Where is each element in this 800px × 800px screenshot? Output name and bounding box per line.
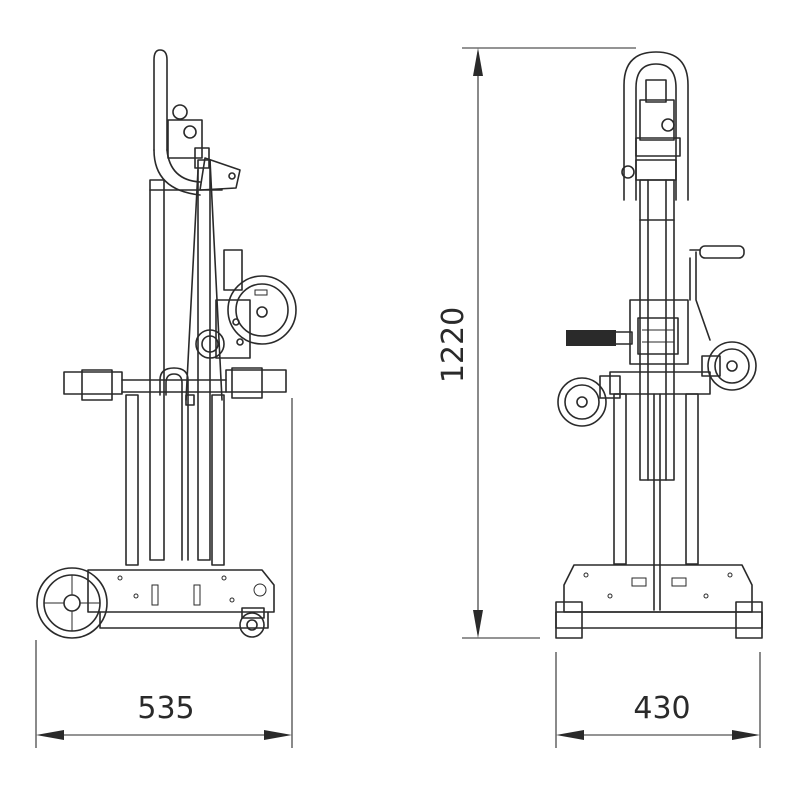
front-view [555,51,763,639]
dimension-label-1220: 1220 [436,307,471,383]
dimension-430: 430 [555,652,761,748]
dimension-1220: 1220 [436,47,636,639]
dimension-535: 535 [35,398,293,748]
side-view [36,49,297,639]
dimension-label-535: 535 [137,691,194,726]
dimension-label-430: 430 [633,691,690,726]
